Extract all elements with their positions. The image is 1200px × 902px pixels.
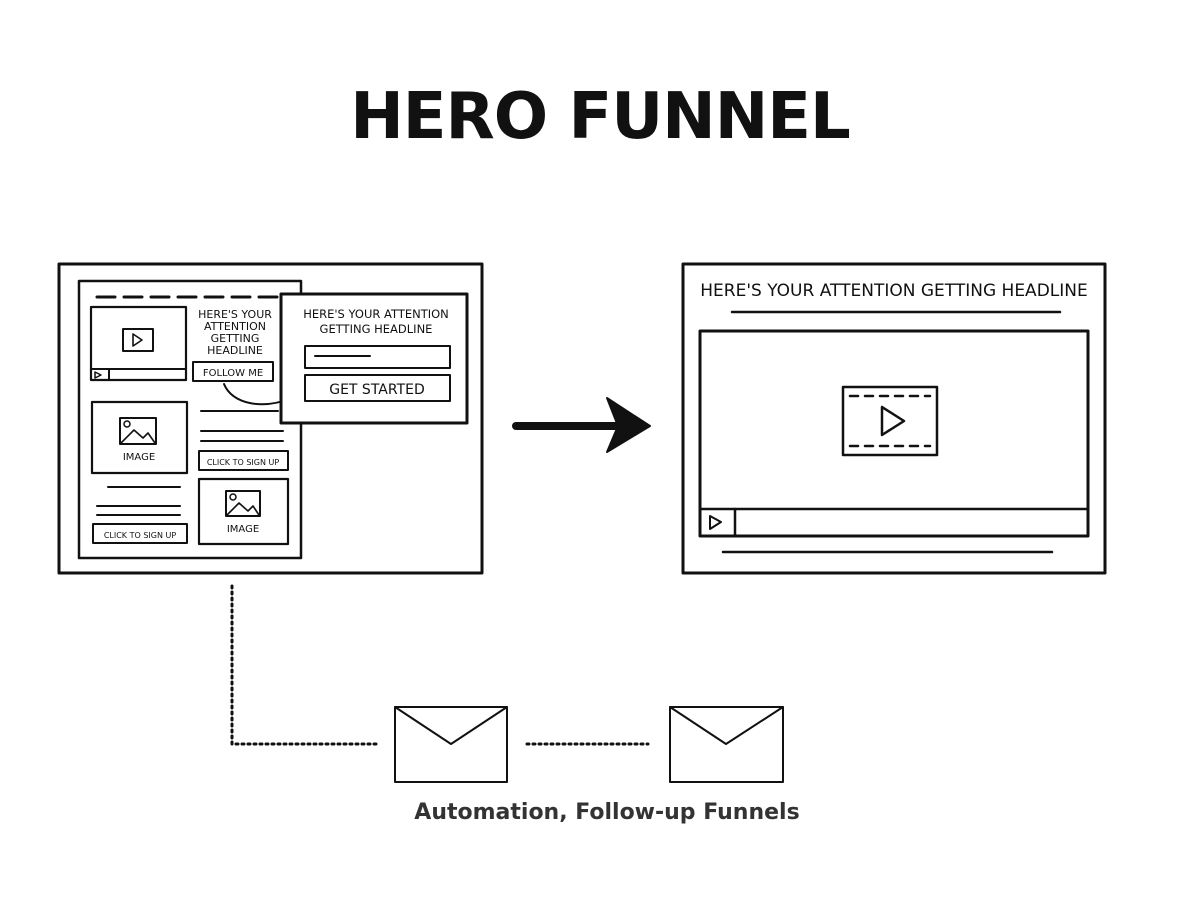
- video-thumbnail: [89, 305, 188, 382]
- follow-me-label: FOLLOW ME: [203, 368, 263, 379]
- popup-input-field[interactable]: [304, 345, 451, 369]
- follow-me-button[interactable]: [192, 361, 274, 382]
- source-headline-line-4: HEADLINE: [207, 344, 263, 357]
- envelope-icon: [394, 706, 508, 783]
- popup-box: [279, 292, 469, 425]
- image-box-1: [90, 400, 189, 475]
- landing-headline: HERE'S YOUR ATTENTION GETTING HEADLINE: [700, 281, 1087, 301]
- source-headline-line-2: ATTENTION: [204, 320, 266, 333]
- diagram-title: HERO FUNNEL: [350, 80, 851, 154]
- video-icon: [841, 385, 939, 457]
- get-started-label: GET STARTED: [329, 382, 425, 398]
- source-frame: [57, 262, 484, 575]
- source-headline-line-1: HERE'S YOUR: [198, 308, 272, 321]
- arrow-right-icon: [512, 397, 651, 453]
- signup-label-1: CLICK TO SIGN UP: [207, 458, 280, 467]
- get-started-button[interactable]: [304, 374, 451, 402]
- video-icon: [122, 328, 154, 352]
- image-icon: [225, 490, 261, 517]
- caption: Automation, Follow-up Funnels: [414, 800, 800, 825]
- play-icon: [709, 515, 722, 530]
- signup-label-2: CLICK TO SIGN UP: [104, 531, 177, 540]
- signup-button-1[interactable]: [198, 450, 289, 471]
- video-player: [698, 329, 1090, 538]
- image-label-1: IMAGE: [123, 452, 155, 463]
- signup-button-2[interactable]: [92, 523, 188, 544]
- image-box-2: [197, 477, 290, 546]
- popup-headline-line-1: HERE'S YOUR ATTENTION: [303, 307, 449, 321]
- landing-frame: [681, 262, 1107, 575]
- source-page: [77, 279, 303, 560]
- image-icon: [119, 417, 157, 445]
- popup-headline-line-2: GETTING HEADLINE: [320, 322, 433, 336]
- source-headline-line-3: GETTING: [211, 332, 260, 345]
- envelope-icon: [669, 706, 784, 783]
- dotted-connector: [230, 584, 380, 746]
- image-label-2: IMAGE: [227, 524, 259, 535]
